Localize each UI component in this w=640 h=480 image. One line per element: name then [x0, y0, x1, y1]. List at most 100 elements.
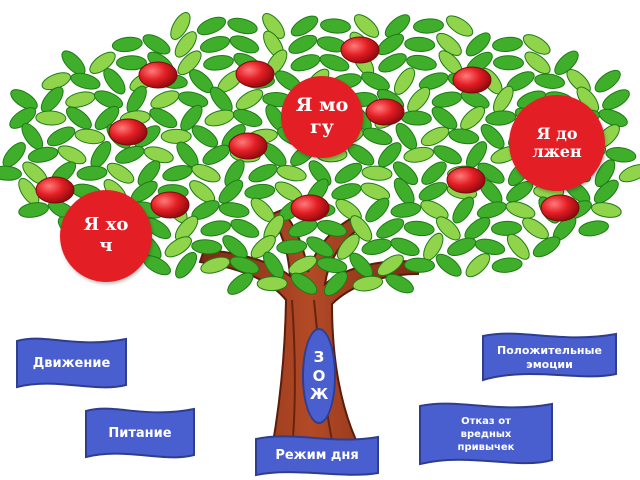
- leaf: [522, 217, 549, 240]
- leaf: [362, 127, 393, 146]
- apple: [540, 194, 580, 222]
- leaf: [191, 163, 221, 183]
- leaf: [306, 236, 334, 258]
- leaf: [492, 36, 523, 53]
- leaf: [393, 67, 416, 95]
- leaf: [433, 145, 462, 165]
- leaf: [65, 106, 92, 130]
- apple: [35, 176, 75, 204]
- leaf: [230, 218, 260, 238]
- banner-shape: [482, 332, 617, 382]
- leaf: [445, 15, 474, 37]
- banner-daily-routine-label: Режим дня: [275, 448, 359, 463]
- banner-positive-emotions: Положительные эмоции: [481, 330, 618, 385]
- leaf: [218, 179, 244, 204]
- leaf: [222, 235, 248, 259]
- leaf: [46, 126, 76, 147]
- leaf: [200, 220, 231, 237]
- leaf: [421, 161, 447, 185]
- leaf: [336, 233, 360, 260]
- leaf: [70, 72, 101, 90]
- banner-nutrition: Питание: [84, 403, 196, 463]
- apple: [446, 166, 486, 194]
- leaf: [385, 273, 414, 294]
- leaf: [150, 90, 180, 109]
- leaf: [116, 55, 147, 71]
- leaf: [403, 220, 435, 237]
- apple: [340, 36, 380, 64]
- leaf: [276, 239, 308, 255]
- leaf: [474, 238, 506, 256]
- leaf: [262, 13, 285, 39]
- leaf: [142, 34, 171, 55]
- leaf: [27, 146, 59, 163]
- leaf: [103, 68, 126, 95]
- leaf: [435, 216, 461, 241]
- leaf: [378, 53, 407, 73]
- leaf: [93, 90, 124, 109]
- leaf: [524, 51, 551, 75]
- leaf: [149, 107, 178, 129]
- leaf: [164, 236, 192, 258]
- leaf: [376, 218, 405, 239]
- leaf: [406, 54, 437, 71]
- leaf: [10, 89, 38, 111]
- leaf: [235, 89, 264, 111]
- leaf: [35, 110, 67, 126]
- leaf: [594, 159, 616, 188]
- leaf: [418, 72, 449, 91]
- leaf: [175, 251, 198, 279]
- leaf: [594, 69, 621, 93]
- leaf: [465, 32, 491, 57]
- leaf: [505, 201, 536, 219]
- banner-movement-label: Движение: [32, 355, 111, 371]
- apple: [228, 132, 268, 160]
- banner-shape: [85, 407, 195, 459]
- leaf: [288, 34, 318, 54]
- leaf: [413, 18, 444, 34]
- leaf: [465, 253, 491, 278]
- leaf: [290, 272, 318, 295]
- leaf: [384, 14, 411, 38]
- leaf: [602, 89, 630, 110]
- circle-i-want-label: Я хоч: [83, 214, 129, 256]
- leaf: [361, 165, 393, 181]
- leaf: [0, 165, 22, 181]
- leaf: [618, 164, 640, 183]
- banner-nutrition-label: Питание: [108, 425, 172, 441]
- leaf: [170, 12, 191, 40]
- leaf: [452, 196, 475, 224]
- leaf: [320, 18, 351, 34]
- healthy-lifestyle-letter: Ж: [309, 385, 329, 404]
- leaf: [361, 71, 390, 91]
- leaf: [554, 50, 579, 76]
- apple: [150, 191, 190, 219]
- leaf: [477, 162, 505, 184]
- leaf: [196, 16, 227, 36]
- leaf: [578, 220, 609, 237]
- leaf: [331, 183, 362, 200]
- leaf: [349, 215, 373, 242]
- leaf: [288, 255, 318, 275]
- leaf: [431, 106, 458, 130]
- leaf: [200, 256, 231, 274]
- leaf: [74, 128, 106, 145]
- leaf: [316, 220, 348, 237]
- leaf: [106, 162, 135, 184]
- leaf: [199, 36, 231, 53]
- leaf: [191, 125, 219, 148]
- leaf: [506, 233, 530, 260]
- leaf: [290, 15, 319, 37]
- apple: [138, 61, 178, 89]
- leaf: [276, 164, 307, 182]
- leaf: [480, 123, 505, 149]
- circle-i-can-label: Я могу: [295, 94, 349, 138]
- leaf: [177, 91, 209, 108]
- leaf: [400, 110, 432, 126]
- apples: [35, 36, 580, 222]
- leaf: [232, 109, 263, 127]
- leaf: [288, 219, 318, 238]
- banner-shape: [16, 337, 127, 389]
- leaf: [447, 237, 477, 257]
- leaf: [248, 163, 278, 183]
